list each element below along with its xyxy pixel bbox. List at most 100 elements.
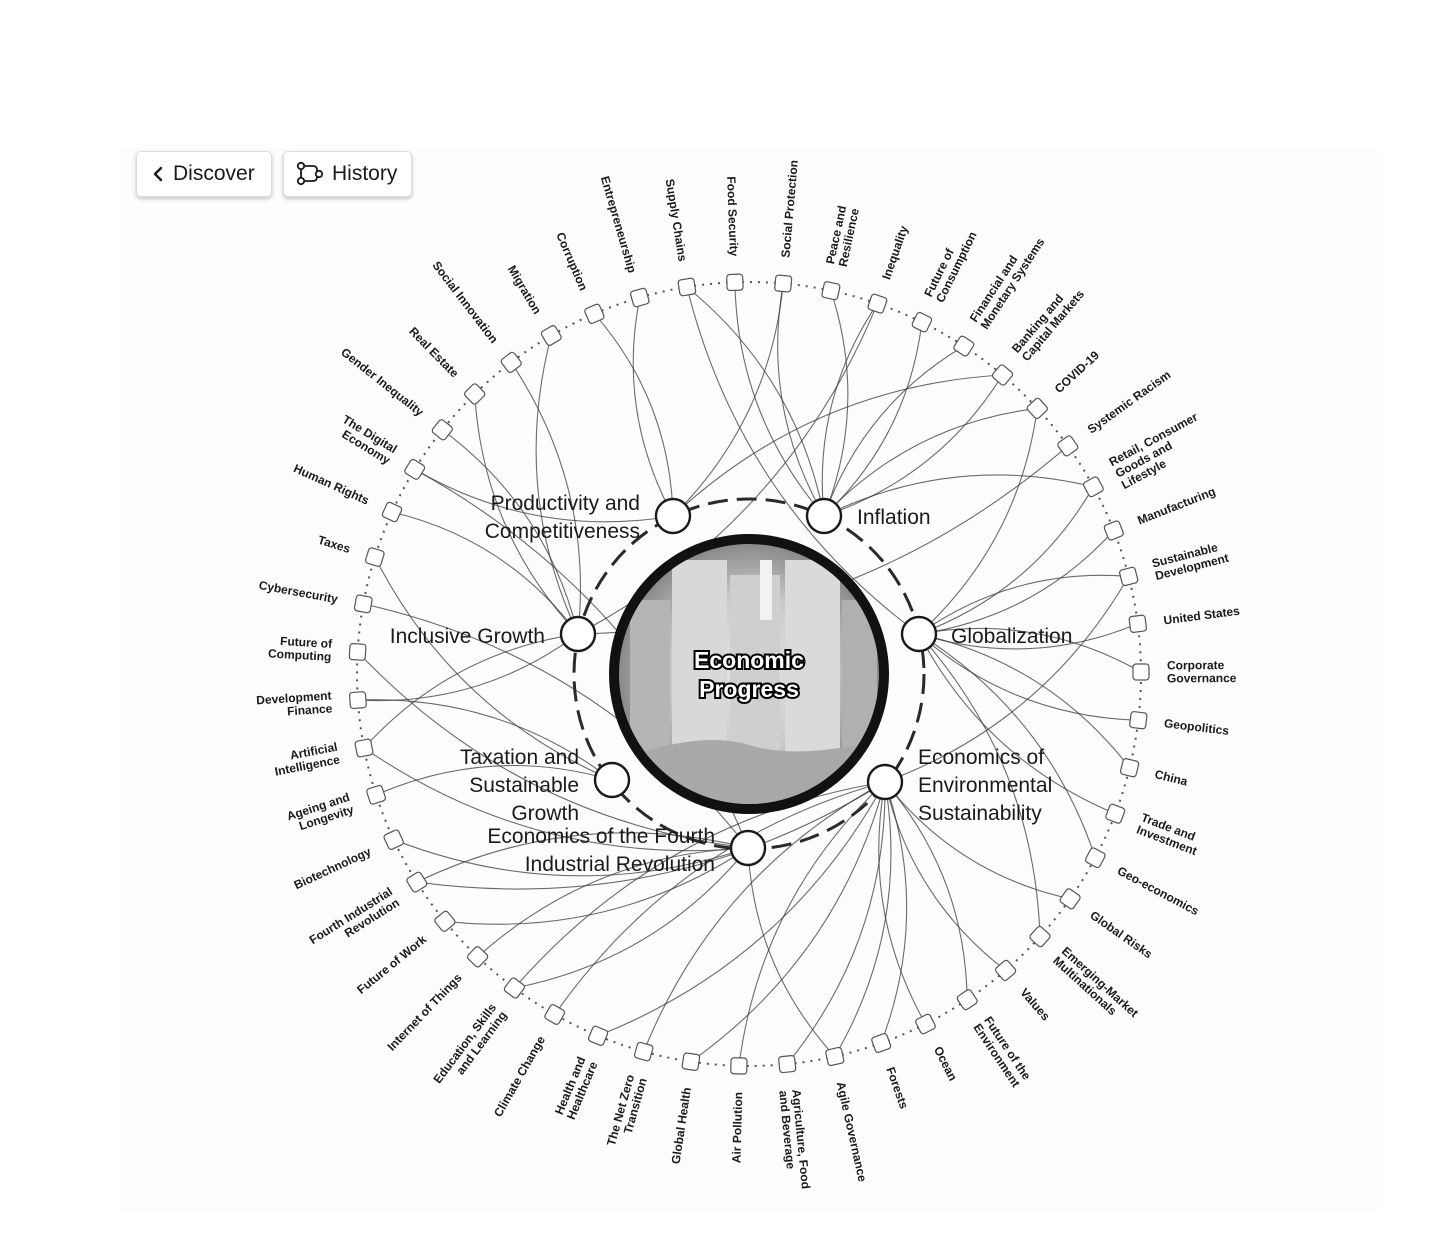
topic-label-social-innovation[interactable]: Social Innovation [429, 259, 500, 346]
topic-node-china[interactable] [1119, 758, 1140, 778]
key-issue-inclusive-growth[interactable]: Inclusive Growth [390, 615, 597, 653]
topic-node-global-health[interactable] [681, 1052, 701, 1071]
topic-label-the-net-zero-transition[interactable]: The Net ZeroTransition [604, 1073, 650, 1151]
topic-label-social-protection[interactable]: Social Protection [778, 159, 800, 258]
topic-node-the-digital-economy[interactable] [404, 458, 426, 480]
key-issue-node[interactable] [559, 615, 597, 653]
topic-label-climate-change[interactable]: Climate Change [491, 1033, 548, 1119]
topic-label-covid-19[interactable]: COVID-19 [1052, 348, 1102, 396]
topic-label-migration[interactable]: Migration [505, 263, 544, 317]
topic-node-agile-governance[interactable] [825, 1046, 845, 1067]
topic-node-the-net-zero-transition[interactable] [633, 1041, 654, 1062]
topic-label-air-pollution[interactable]: Air Pollution [729, 1092, 745, 1164]
topic-label-peace-and-resilience[interactable]: Peace andResilience [823, 204, 862, 268]
history-button[interactable]: History [283, 151, 412, 197]
topic-node-future-of-work[interactable] [434, 910, 457, 933]
key-issue-node[interactable] [593, 761, 631, 799]
center-topic-node[interactable]: Economic Progress [609, 534, 889, 814]
topic-node-future-of-consumption[interactable] [911, 311, 933, 333]
topic-node-artificial-intelligence[interactable] [354, 738, 374, 758]
topic-node-internet-of-things[interactable] [466, 945, 489, 968]
topic-label-agile-governance[interactable]: Agile Governance [834, 1080, 870, 1183]
topic-node-global-risks[interactable] [1059, 888, 1081, 910]
topic-label-ageing-and-longevity[interactable]: Ageing andLongevity [285, 790, 356, 836]
topic-label-future-of-the-environment[interactable]: Future of theEnvironment [970, 1014, 1033, 1090]
topic-node-social-protection[interactable] [774, 274, 793, 293]
key-issue-node[interactable] [866, 763, 904, 801]
topic-label-emerging-market-multinationals[interactable]: Emerging-MarketMultinationals [1050, 944, 1141, 1030]
topic-node-climate-change[interactable] [544, 1004, 566, 1026]
topic-node-migration[interactable] [540, 325, 562, 347]
topic-label-values[interactable]: Values [1017, 985, 1053, 1023]
topic-node-ocean[interactable] [915, 1013, 936, 1035]
topic-node-education-skills-and-learning[interactable] [503, 977, 525, 999]
topic-node-geo-economics[interactable] [1084, 847, 1106, 869]
key-issue-node[interactable] [900, 615, 938, 653]
topic-node-cybersecurity[interactable] [353, 594, 373, 614]
topic-label-development-finance[interactable]: DevelopmentFinance [256, 688, 333, 720]
topic-node-taxes[interactable] [364, 547, 385, 567]
topic-node-trade-and-investment[interactable] [1105, 803, 1126, 824]
topic-label-the-digital-economy[interactable]: The DigitalEconomy [333, 412, 400, 467]
topic-node-entrepreneurship[interactable] [630, 287, 650, 308]
topic-node-supply-chains[interactable] [677, 277, 697, 297]
topic-label-ocean[interactable]: Ocean [931, 1044, 960, 1083]
topic-label-corruption[interactable]: Corruption [553, 230, 590, 293]
topic-node-corporate-governance[interactable] [1132, 663, 1150, 681]
topic-node-future-of-the-environment[interactable] [956, 989, 978, 1011]
topic-label-health-and-healthcare[interactable]: Health andHealthcare [552, 1054, 601, 1122]
topic-node-health-and-healthcare[interactable] [587, 1025, 609, 1046]
topic-node-manufacturing[interactable] [1103, 520, 1124, 541]
topic-node-corruption[interactable] [584, 303, 605, 324]
topic-label-biotechnology[interactable]: Biotechnology [292, 844, 374, 892]
topic-node-food-security[interactable] [726, 273, 744, 292]
topic-node-banking-and-capital-markets[interactable] [991, 364, 1014, 387]
topic-label-forests[interactable]: Forests [883, 1065, 911, 1111]
topic-node-future-of-computing[interactable] [348, 643, 367, 661]
topic-node-systemic-racism[interactable] [1057, 435, 1079, 457]
topic-node-human-rights[interactable] [381, 501, 403, 523]
topic-node-geopolitics[interactable] [1129, 711, 1148, 730]
topic-label-taxes[interactable]: Taxes [316, 533, 352, 556]
topic-label-future-of-consumption[interactable]: Future ofConsumption [921, 224, 979, 305]
topic-node-emerging-market-multinationals[interactable] [1029, 925, 1052, 948]
topic-label-cybersecurity[interactable]: Cybersecurity [258, 578, 340, 606]
topic-label-geo-economics[interactable]: Geo-economics [1115, 864, 1201, 919]
topic-node-covid-19[interactable] [1026, 397, 1049, 420]
topic-label-real-estate[interactable]: Real Estate [406, 324, 461, 380]
topic-node-development-finance[interactable] [348, 691, 367, 710]
topic-label-agriculture-food-and-beverage[interactable]: Agriculture, Foodand Beverage [776, 1089, 813, 1191]
topic-label-china[interactable]: China [1153, 767, 1189, 789]
topic-label-entrepreneurship[interactable]: Entrepreneurship [598, 174, 639, 274]
topic-label-global-risks[interactable]: Global Risks [1087, 908, 1155, 961]
topic-label-inequality[interactable]: Inequality [879, 224, 911, 282]
topic-label-trade-and-investment[interactable]: Trade andInvestment [1135, 810, 1204, 858]
key-issue-node[interactable] [654, 497, 692, 535]
topic-node-values[interactable] [994, 959, 1017, 982]
key-issue-label[interactable]: Inflation [857, 506, 931, 529]
topic-node-peace-and-resilience[interactable] [821, 281, 841, 301]
topic-label-global-health[interactable]: Global Health [669, 1086, 694, 1165]
topic-label-retail-consumer-goods-and-lifestyle[interactable]: Retail, ConsumerGoods andLifestyle [1107, 410, 1213, 492]
topic-node-financial-and-monetary-systems[interactable] [953, 335, 975, 357]
topic-label-sustainable-development[interactable]: SustainableDevelopment [1150, 538, 1230, 583]
topic-label-banking-and-capital-markets[interactable]: Banking andCapital Markets [1009, 279, 1087, 364]
topic-label-fourth-industrial-revolution[interactable]: Fourth IndustrialRevolution [307, 884, 402, 958]
topic-node-united-states[interactable] [1128, 614, 1148, 634]
topic-label-human-rights[interactable]: Human Rights [291, 461, 371, 507]
topic-label-supply-chains[interactable]: Supply Chains [663, 178, 690, 263]
topic-node-sustainable-development[interactable] [1119, 566, 1139, 587]
topic-node-ageing-and-longevity[interactable] [366, 784, 386, 805]
key-issue-node[interactable] [805, 497, 843, 535]
topic-node-retail-consumer-goods-and-lifestyle[interactable] [1083, 476, 1105, 498]
topic-label-gender-inequality[interactable]: Gender Inequality [338, 345, 426, 419]
topic-label-artificial-intelligence[interactable]: ArtificialIntelligence [271, 740, 342, 779]
